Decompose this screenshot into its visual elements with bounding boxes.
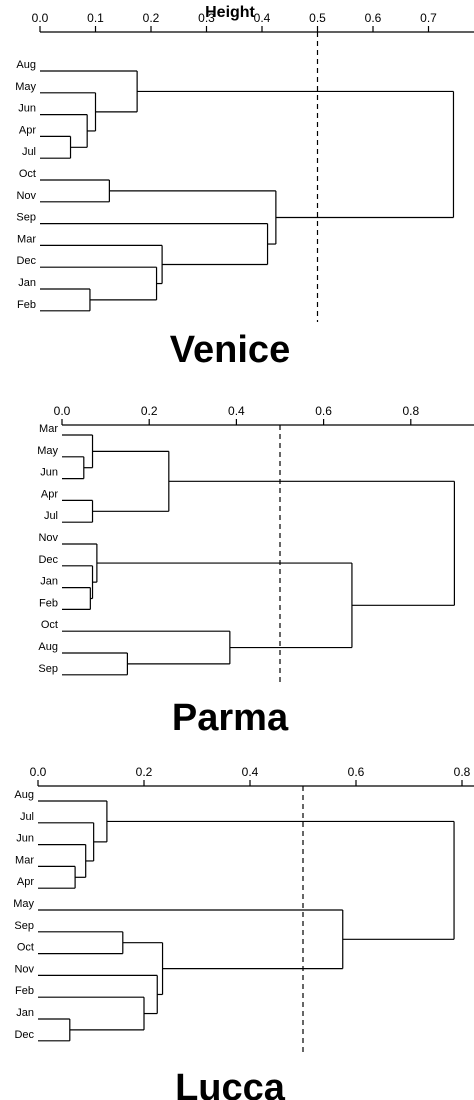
venice-leaf-label: May <box>15 81 36 93</box>
parma-leaf-label: May <box>37 445 58 457</box>
venice-leaf-label: Jul <box>22 146 36 158</box>
lucca-tick-label: 0.8 <box>454 765 471 779</box>
lucca-leaf-label: May <box>13 898 34 910</box>
venice-tick-label: 0.0 <box>32 11 49 25</box>
lucca-leaf-label: Jan <box>16 1007 34 1019</box>
lucca-leaf-label: Apr <box>17 876 34 888</box>
lucca-tick-label: 0.2 <box>136 765 153 779</box>
venice-tick-label: 0.7 <box>420 11 437 25</box>
parma-tick-label: 0.0 <box>54 404 71 418</box>
lucca-leaf-label: Jun <box>16 833 34 845</box>
venice-leaf-label: Oct <box>19 168 36 180</box>
parma-leaf-label: Aug <box>38 641 58 653</box>
parma-tick-label: 0.8 <box>402 404 419 418</box>
venice-tick-label: 0.5 <box>309 11 326 25</box>
parma-leaf-label: Dec <box>38 554 58 566</box>
venice-tick-label: 0.6 <box>365 11 382 25</box>
lucca-leaf-label: Mar <box>15 854 34 866</box>
parma-leaf-label: Jan <box>40 576 58 588</box>
parma-leaf-label: Oct <box>41 619 58 631</box>
lucca-tick-label: 0.4 <box>242 765 259 779</box>
parma-leaf-label: Jul <box>44 510 58 522</box>
venice-leaf-label: Jun <box>18 103 36 115</box>
parma-leaf-label: Apr <box>41 488 58 500</box>
parma-leaf-label: Feb <box>39 597 58 609</box>
parma-tick-label: 0.2 <box>141 404 158 418</box>
lucca-leaf-label: Aug <box>14 789 34 801</box>
lucca-tick-label: 0.0 <box>30 765 47 779</box>
venice-leaf-label: Feb <box>17 299 36 311</box>
lucca-leaf-label: Jul <box>20 811 34 823</box>
parma-leaf-label: Jun <box>40 467 58 479</box>
venice-tick-label: 0.2 <box>143 11 160 25</box>
height-axis-title: Height <box>205 4 255 21</box>
venice-panel-title: Venice <box>170 329 290 371</box>
venice-leaf-label: Sep <box>16 212 36 224</box>
parma-panel-title: Parma <box>172 697 289 739</box>
lucca-leaf-label: Nov <box>14 963 34 975</box>
venice-leaf-label: Apr <box>19 124 36 136</box>
venice-tick-label: 0.4 <box>254 11 271 25</box>
lucca-leaf-label: Oct <box>17 942 34 954</box>
lucca-panel-title: Lucca <box>175 1067 286 1100</box>
parma-tick-label: 0.6 <box>315 404 332 418</box>
parma-leaf-label: Nov <box>38 532 58 544</box>
venice-leaf-label: Jan <box>18 277 36 289</box>
parma-tick-label: 0.4 <box>228 404 245 418</box>
lucca-leaf-label: Dec <box>14 1029 34 1041</box>
parma-leaf-label: Mar <box>39 423 58 435</box>
lucca-leaf-label: Feb <box>15 985 34 997</box>
lucca-tick-label: 0.6 <box>348 765 365 779</box>
venice-tick-label: 0.3 <box>198 11 215 25</box>
venice-leaf-label: Aug <box>16 59 36 71</box>
venice-tick-label: 0.1 <box>87 11 104 25</box>
venice-leaf-label: Dec <box>16 255 36 267</box>
parma-leaf-label: Sep <box>38 663 58 675</box>
venice-leaf-label: Mar <box>17 233 36 245</box>
lucca-leaf-label: Sep <box>14 920 34 932</box>
venice-leaf-label: Nov <box>16 190 36 202</box>
